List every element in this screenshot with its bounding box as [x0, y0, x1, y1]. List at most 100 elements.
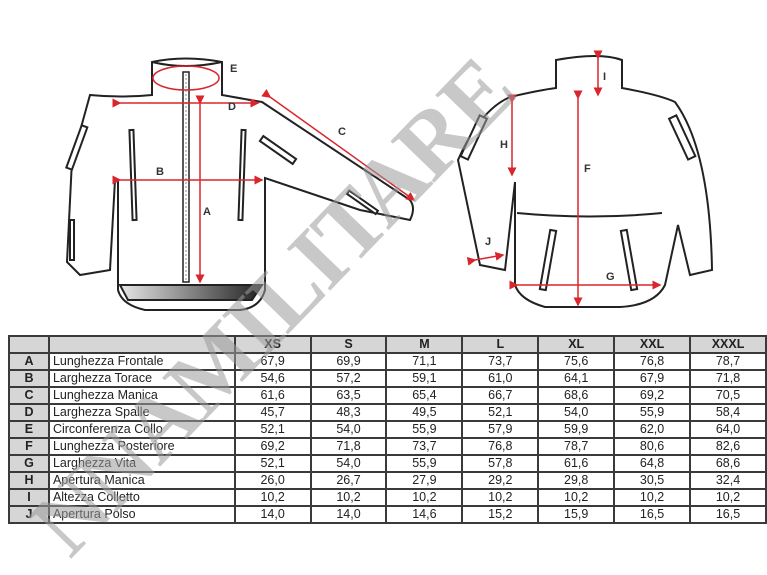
cell-xxxl: 32,4	[689, 471, 767, 490]
row-code: G	[8, 454, 50, 473]
cell-l: 73,7	[461, 352, 540, 371]
cell-xs: 52,1	[233, 454, 312, 473]
label-a: A	[203, 206, 211, 218]
row-name: Larghezza Torace	[47, 369, 236, 388]
cell-xxxl: 16,5	[689, 505, 767, 524]
header-size-s: S	[309, 335, 388, 354]
label-c: C	[338, 126, 346, 138]
table-row: J Apertura Polso 14,0 14,0 14,6 15,2 15,…	[8, 505, 767, 524]
row-name: Larghezza Spalle	[47, 403, 236, 422]
cell-s: 14,0	[309, 505, 388, 524]
cell-m: 10,2	[385, 488, 464, 507]
jacket-diagram: E D C B A I F H G J	[65, 50, 714, 311]
cell-s: 54,0	[309, 420, 388, 439]
cell-xs: 45,7	[233, 403, 312, 422]
table-row: F Lunghezza Posteriore 69,2 71,8 73,7 76…	[8, 437, 767, 456]
cell-xxl: 30,5	[613, 471, 692, 490]
cell-m: 71,1	[385, 352, 464, 371]
label-d: D	[228, 101, 236, 113]
cell-s: 48,3	[309, 403, 388, 422]
table-row: I Altezza Colletto 10,2 10,2 10,2 10,2 1…	[8, 488, 767, 507]
cell-m: 55,9	[385, 454, 464, 473]
header-size-xxxl: XXXL	[689, 335, 767, 354]
cell-xxl: 80,6	[613, 437, 692, 456]
row-code: D	[8, 403, 50, 422]
row-name: Apertura Manica	[47, 471, 236, 490]
cell-xxxl: 68,6	[689, 454, 767, 473]
cell-xxxl: 58,4	[689, 403, 767, 422]
cell-xxl: 76,8	[613, 352, 692, 371]
cell-xxl: 16,5	[613, 505, 692, 524]
cell-m: 65,4	[385, 386, 464, 405]
size-table: XS S M L XL XXL XXXL A Lunghezza Frontal…	[8, 335, 767, 524]
table-row: B Larghezza Torace 54,6 57,2 59,1 61,0 6…	[8, 369, 767, 388]
cell-xl: 64,1	[537, 369, 616, 388]
cell-l: 52,1	[461, 403, 540, 422]
cell-xs: 54,6	[233, 369, 312, 388]
cell-xxl: 55,9	[613, 403, 692, 422]
row-code: E	[8, 420, 50, 439]
label-f: F	[584, 163, 591, 175]
cell-xxl: 67,9	[613, 369, 692, 388]
cell-l: 66,7	[461, 386, 540, 405]
header-size-xxl: XXL	[613, 335, 692, 354]
cell-xl: 68,6	[537, 386, 616, 405]
header-name	[47, 335, 236, 354]
cell-xs: 52,1	[233, 420, 312, 439]
label-b: B	[156, 166, 164, 178]
cell-m: 14,6	[385, 505, 464, 524]
cell-xxl: 69,2	[613, 386, 692, 405]
table-row: C Lunghezza Manica 61,6 63,5 65,4 66,7 6…	[8, 386, 767, 405]
table-row: A Lunghezza Frontale 67,9 69,9 71,1 73,7…	[8, 352, 767, 371]
cell-xs: 10,2	[233, 488, 312, 507]
cell-s: 57,2	[309, 369, 388, 388]
cell-l: 76,8	[461, 437, 540, 456]
cell-xl: 15,9	[537, 505, 616, 524]
cell-xxl: 10,2	[613, 488, 692, 507]
jacket-illustration: E D C B A I F H G J	[65, 50, 714, 311]
label-g: G	[606, 271, 615, 283]
table-row: E Circonferenza Collo 52,1 54,0 55,9 57,…	[8, 420, 767, 439]
cell-m: 49,5	[385, 403, 464, 422]
label-e: E	[230, 63, 237, 75]
header-size-xs: XS	[233, 335, 312, 354]
cell-xxxl: 10,2	[689, 488, 767, 507]
header-size-xl: XL	[537, 335, 616, 354]
row-code: H	[8, 471, 50, 490]
front-jacket-icon	[65, 57, 414, 311]
header-code	[8, 335, 50, 354]
row-code: J	[8, 505, 50, 524]
cell-xxl: 64,8	[613, 454, 692, 473]
cell-xl: 75,6	[537, 352, 616, 371]
row-code: A	[8, 352, 50, 371]
cell-s: 71,8	[309, 437, 388, 456]
back-jacket-icon	[456, 55, 714, 308]
cell-m: 59,1	[385, 369, 464, 388]
header-size-l: L	[461, 335, 540, 354]
cell-l: 57,8	[461, 454, 540, 473]
cell-m: 55,9	[385, 420, 464, 439]
cell-s: 54,0	[309, 454, 388, 473]
row-name: Lunghezza Posteriore	[47, 437, 236, 456]
cell-xl: 10,2	[537, 488, 616, 507]
cell-l: 29,2	[461, 471, 540, 490]
cell-xl: 54,0	[537, 403, 616, 422]
front-measure-lines	[112, 65, 416, 284]
cell-xs: 26,0	[233, 471, 312, 490]
cell-xs: 14,0	[233, 505, 312, 524]
cell-xl: 78,7	[537, 437, 616, 456]
cell-xs: 69,2	[233, 437, 312, 456]
row-name: Lunghezza Manica	[47, 386, 236, 405]
cell-l: 57,9	[461, 420, 540, 439]
cell-l: 10,2	[461, 488, 540, 507]
cell-xl: 61,6	[537, 454, 616, 473]
table-row: G Larghezza Vita 52,1 54,0 55,9 57,8 61,…	[8, 454, 767, 473]
cell-xxxl: 64,0	[689, 420, 767, 439]
row-code: F	[8, 437, 50, 456]
table-row: D Larghezza Spalle 45,7 48,3 49,5 52,1 5…	[8, 403, 767, 422]
cell-s: 26,7	[309, 471, 388, 490]
row-code: I	[8, 488, 50, 507]
cell-m: 73,7	[385, 437, 464, 456]
cell-m: 27,9	[385, 471, 464, 490]
cell-l: 61,0	[461, 369, 540, 388]
